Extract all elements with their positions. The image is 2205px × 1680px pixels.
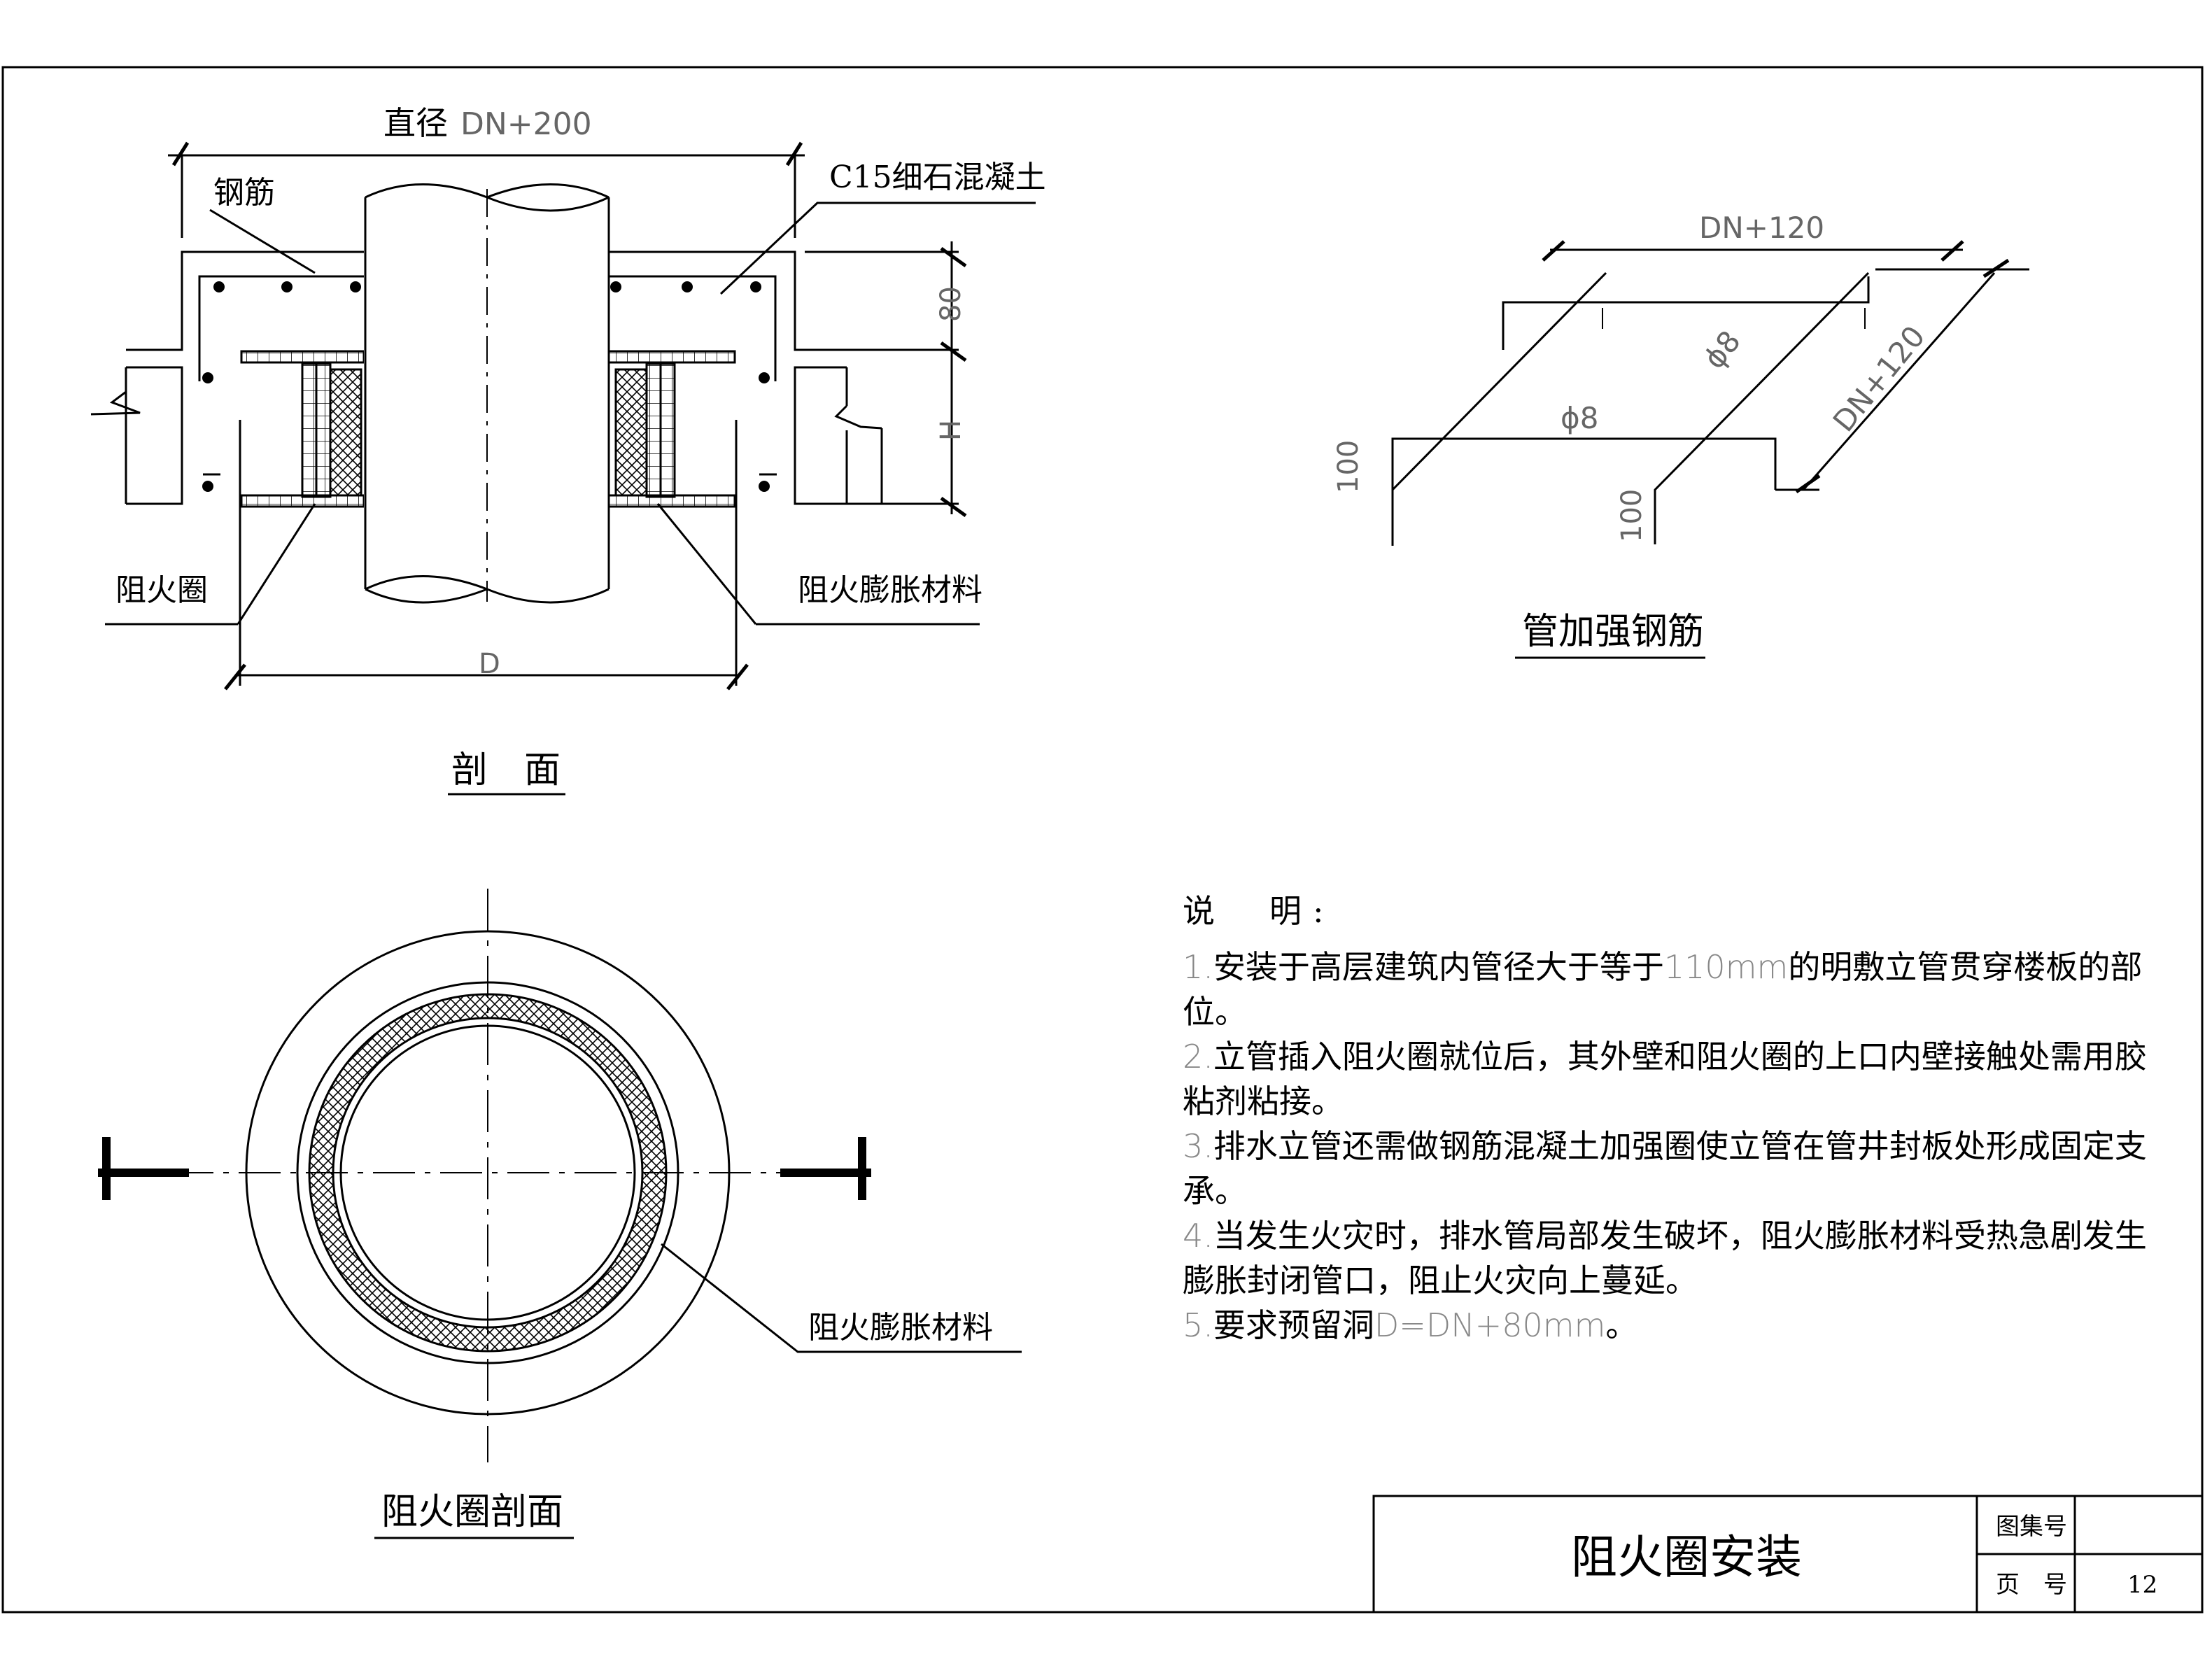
section-dim-d: D xyxy=(479,648,500,680)
ring-section xyxy=(98,889,1022,1462)
title-block xyxy=(1372,1495,2204,1614)
page-number-value: 12 xyxy=(2127,1571,2157,1599)
notes-block: 说 明: 1.安装于高层建筑内管径大于等于110mm的明敷立管贯穿楼板的部位。 … xyxy=(1183,889,2176,1348)
rebar-title: 管加强钢筋 xyxy=(1522,611,1704,653)
note-item: 3.排水立管还需做钢筋混凝土加强圈使立管在管井封板处形成固定支承。 xyxy=(1183,1127,2147,1210)
rebar-dim-diag: DN+120 xyxy=(1826,319,1932,438)
rebar-dim-100-right: 100 xyxy=(1616,489,1648,542)
section-label-expansion: 阻火膨胀材料 xyxy=(798,572,982,608)
rebar-phi-lower: ϕ8 xyxy=(1561,401,1598,435)
section-label-concrete: C15细石混凝土 xyxy=(829,160,1046,195)
notes-heading: 说 明: xyxy=(1183,892,1335,930)
section-dim-top-prefix: 直径 xyxy=(383,104,448,142)
rebar-dim-top: DN+120 xyxy=(1699,211,1824,245)
section-title: 剖 面 xyxy=(451,749,561,791)
section-label-rebar: 钢筋 xyxy=(213,175,275,211)
rebar-detail xyxy=(1391,240,2029,546)
section-view xyxy=(90,141,1036,691)
ring-title: 阻火圈剖面 xyxy=(381,1491,563,1533)
note-item: 5.要求预留洞D=DN+80mm。 xyxy=(1183,1306,1638,1344)
sheet-border xyxy=(1,66,2204,1614)
ring-label-expansion: 阻火膨胀材料 xyxy=(808,1310,993,1346)
atlas-number-label: 图集号 xyxy=(1996,1513,2067,1541)
rebar-phi-upper: ϕ8 xyxy=(1697,324,1747,375)
section-label-fire-ring: 阻火圈 xyxy=(115,572,208,608)
note-item: 2.立管插入阻火圈就位后，其外壁和阻火圈的上口内壁接触处需用胶粘剂粘接。 xyxy=(1183,1038,2147,1120)
rebar-dim-100-left: 100 xyxy=(1332,440,1365,493)
page-number-label: 页 号 xyxy=(1996,1571,2067,1599)
section-dim-h: H xyxy=(935,420,967,441)
note-item: 1.安装于高层建筑内管径大于等于110mm的明敷立管贯穿楼板的部位。 xyxy=(1183,948,2143,1031)
title-block-title: 阻火圈安装 xyxy=(1571,1530,1802,1584)
section-dim-80: 80 xyxy=(935,286,967,322)
section-dim-top-value: DN+200 xyxy=(460,106,592,142)
note-item: 4.当发生火灾时，排水管局部发生破坏，阻火膨胀材料受热急剧发生膨胀封闭管口，阻止… xyxy=(1183,1217,2147,1299)
